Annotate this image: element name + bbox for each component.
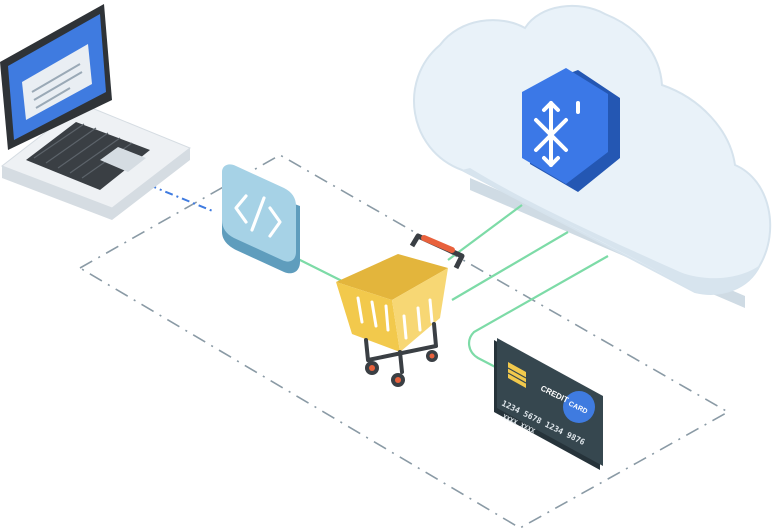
- cloud-lower-shade: [462, 168, 760, 294]
- connector-cart-cloud-1: [447, 204, 523, 261]
- router-hex: [522, 68, 608, 184]
- router-node: [522, 68, 620, 192]
- code-tile: [222, 164, 300, 274]
- card-face: [497, 338, 603, 466]
- laptop-base-shadow: [2, 148, 190, 220]
- laptop-window: [22, 44, 92, 120]
- cart-handle-grip: [421, 235, 455, 253]
- shopping-cart-icon: [336, 233, 465, 387]
- laptop-icon: [0, 4, 191, 220]
- connector-cart-cloud-2: [451, 231, 569, 301]
- card-badge: [563, 391, 595, 423]
- laptop-trackpad: [100, 147, 146, 172]
- cart-chassis: [364, 322, 438, 374]
- connector-card-cloud: [468, 255, 609, 373]
- connector-laptop-code: [131, 177, 216, 213]
- card-chip: [508, 362, 526, 388]
- cart-basket-front: [336, 282, 400, 352]
- code-brackets-icon: [234, 194, 282, 238]
- arrows-split-icon: [534, 101, 580, 167]
- cart-basket-inner: [336, 254, 448, 300]
- credit-card-icon: CREDIT CARD 1234 5678 1234 9876 XXXX XXX…: [494, 338, 603, 470]
- boundary-outline: [78, 154, 730, 529]
